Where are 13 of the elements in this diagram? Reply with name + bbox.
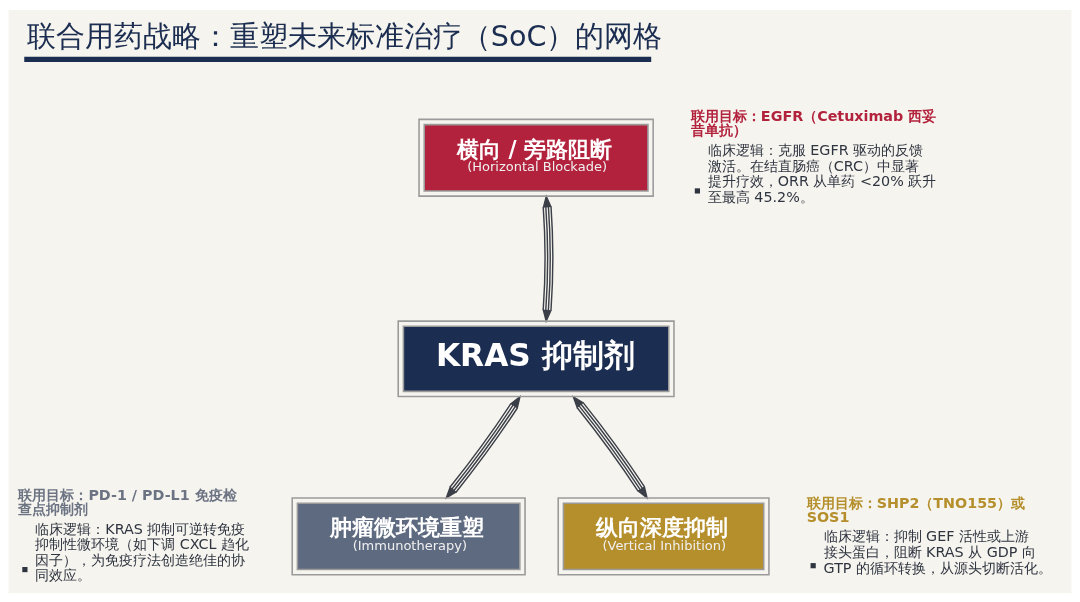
node-box: KRAS 抑制剂 xyxy=(397,319,675,397)
arrow xyxy=(572,394,649,500)
node-label: 联用目标：EGFR（Cetuximab 西妥昔单抗） xyxy=(690,107,937,138)
diagram-title: 联合用药战略：重塑未来标准治疗（SoC）的网格 xyxy=(26,18,663,53)
node-box: 肿瘤微环境重塑 (Immunotherapy) xyxy=(291,496,526,576)
node-label: 临床逻辑：KRAS 抑制可逆转免疫抑制性微环境（如下调 CXCL 趋化因子），为免疫疗法创造绝佳的协同效应。 xyxy=(35,520,250,583)
node-label: 联用目标：SHP2（TNO155）或 SOS1 xyxy=(806,494,1026,525)
node-label: 联用目标：PD-1 / PD-L1 免疫检查点抑制剂 xyxy=(18,486,237,517)
node-box: 横向 / 旁路阻断 (Horizontal Blockade) xyxy=(418,118,654,197)
node-box: 纵向深度抑制 (Vertical Inhibition) xyxy=(557,496,770,576)
arrow xyxy=(445,394,522,500)
node-label: 临床逻辑：克服 EGFR 驱动的反馈激活。在结直肠癌（CRC）中显著提升疗效，ORR 从单药 <20% 跃升至最高 45.2%。 xyxy=(707,141,937,205)
node-label: 临床逻辑：抑制 GEF 活性或上游接头蛋白，阻断 KRAS 从 GDP 向 GTP 的循环转换，从源头切断活化。 xyxy=(823,527,1053,576)
